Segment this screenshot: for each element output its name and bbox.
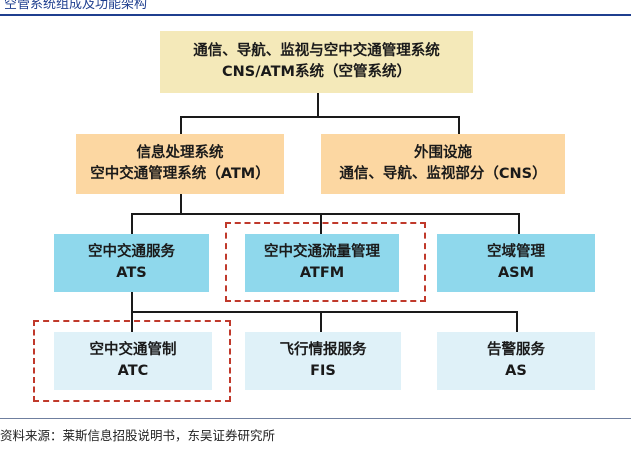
node-atm: 信息处理系统 空中交通管理系统（ATM） bbox=[76, 134, 284, 194]
node-as: 告警服务 AS bbox=[437, 332, 595, 390]
connector-ats-down bbox=[131, 292, 133, 337]
figure-caption: 空管系统组成及功能架构 bbox=[4, 0, 148, 12]
highlight-atfm-outline bbox=[225, 222, 426, 302]
connector-root-down bbox=[317, 93, 319, 117]
node-atfm: 空中交通流量管理 ATFM bbox=[245, 234, 399, 292]
connector-level4-bar bbox=[131, 311, 518, 313]
connector-to-as bbox=[516, 311, 518, 332]
node-ats: 空中交通服务 ATS bbox=[54, 234, 209, 292]
node-cns-atm-system: 通信、导航、监视与空中交通管理系统 CNS/ATM系统（空管系统） bbox=[160, 31, 473, 93]
connector-level3-bar bbox=[131, 213, 520, 215]
connector-to-asm bbox=[518, 213, 520, 234]
source-note: 资料来源：莱斯信息招股说明书，东吴证券研究所 bbox=[0, 428, 276, 443]
connector-atm-down bbox=[180, 194, 182, 214]
node-atc: 空中交通管制 ATC bbox=[54, 332, 212, 390]
node-atfm-line2: ATFM bbox=[299, 265, 345, 281]
node-atc-line1: 空中交通管制 bbox=[89, 342, 177, 358]
node-fis: 飞行情报服务 FIS bbox=[245, 332, 401, 390]
node-as-line2: AS bbox=[505, 363, 527, 379]
top-rule bbox=[0, 14, 631, 16]
node-ats-line2: ATS bbox=[116, 265, 147, 281]
node-atc-line2: ATC bbox=[117, 363, 149, 379]
highlight-atc-outline bbox=[33, 320, 231, 402]
node-atm-line2: 空中交通管理系统（ATM） bbox=[90, 166, 270, 182]
connector-to-atm bbox=[180, 116, 182, 134]
connector-to-cns bbox=[458, 116, 460, 134]
node-ats-line1: 空中交通服务 bbox=[88, 244, 175, 260]
node-cns-atm-system-line2: CNS/ATM系统（空管系统） bbox=[222, 64, 411, 80]
node-asm-line1: 空域管理 bbox=[487, 244, 545, 260]
node-cns: 外围设施 通信、导航、监视部分（CNS） bbox=[321, 134, 565, 194]
node-fis-line1: 飞行情报服务 bbox=[279, 342, 367, 358]
bottom-rule bbox=[0, 418, 631, 419]
node-fis-line2: FIS bbox=[310, 363, 336, 379]
connector-level2-bar bbox=[180, 116, 460, 118]
node-asm-line2: ASM bbox=[497, 265, 535, 281]
node-atm-line1: 信息处理系统 bbox=[136, 145, 224, 161]
node-cns-line2: 通信、导航、监视部分（CNS） bbox=[339, 166, 547, 182]
node-as-line1: 告警服务 bbox=[487, 342, 545, 358]
node-cns-atm-system-line1: 通信、导航、监视与空中交通管理系统 bbox=[193, 43, 440, 59]
connector-to-fis bbox=[320, 311, 322, 332]
node-atfm-line1: 空中交通流量管理 bbox=[264, 244, 380, 260]
node-cns-line1: 外围设施 bbox=[414, 145, 472, 161]
node-asm: 空域管理 ASM bbox=[437, 234, 595, 292]
connector-to-ats bbox=[131, 213, 133, 234]
